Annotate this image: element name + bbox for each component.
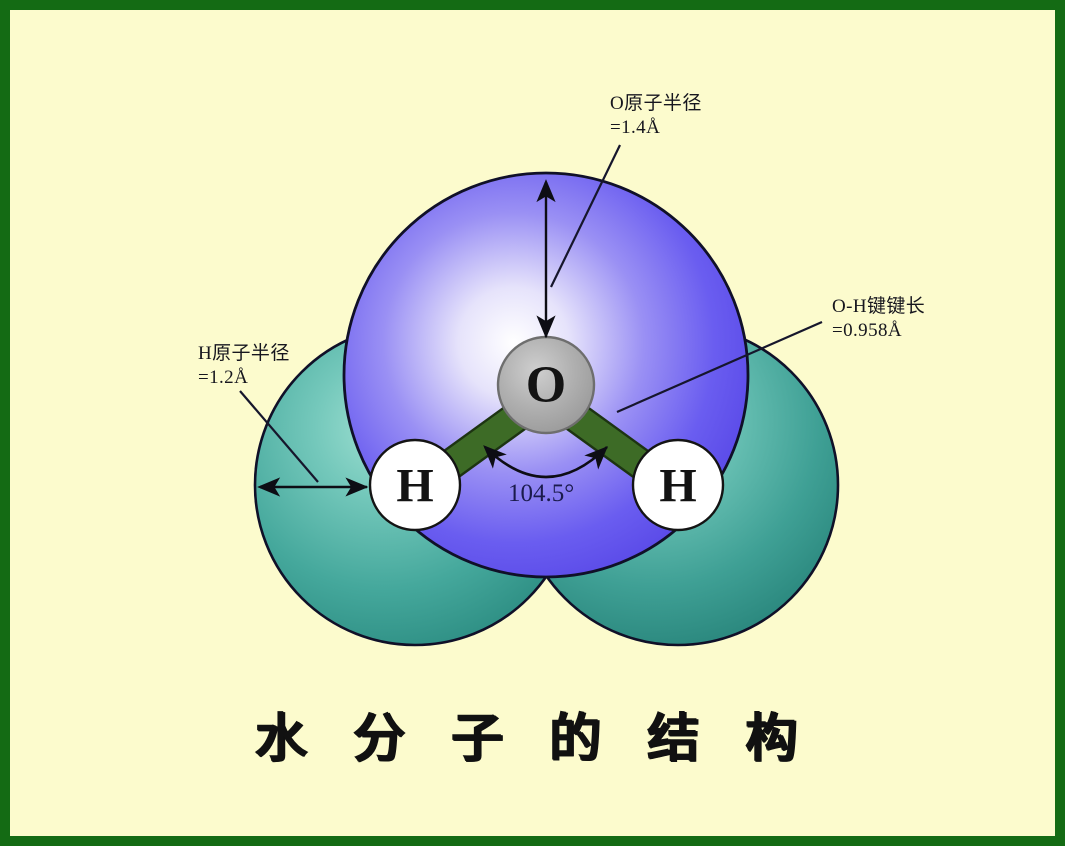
label-hydrogen-radius: H原子半径 =1.2Å — [198, 342, 290, 391]
hydrogen-left-symbol: H — [396, 460, 433, 513]
label-hydrogen-radius-line2: =1.2Å — [198, 367, 249, 389]
label-bond-angle: 104.5° — [508, 480, 575, 507]
h-radius-leader-line — [239, 390, 319, 483]
page-title: 水 分 子 的 结 构 — [254, 709, 811, 769]
hydrogen-left-core — [368, 438, 462, 532]
o-radius-leader-line — [550, 144, 621, 288]
hydrogen-right-symbol: H — [659, 460, 696, 513]
hydrogen-right-core — [631, 438, 725, 532]
label-oh-bond-length-line2: =0.958Å — [832, 320, 902, 342]
oh-bond-leader-line — [616, 320, 823, 414]
label-oxygen-radius: O原子半径 =1.4Å — [610, 92, 702, 141]
bond-angle-arc — [483, 445, 608, 479]
label-hydrogen-radius-line1: H原子半径 — [198, 343, 290, 364]
label-oh-bond-length-line1: O-H键键长 — [832, 296, 926, 317]
water-molecule-diagram: O H H — [239, 144, 840, 647]
label-oh-bond-length: O-H键键长 =0.958Å — [832, 295, 925, 344]
label-oxygen-radius-line2: =1.4Å — [610, 117, 661, 139]
label-oxygen-radius-line1: O原子半径 — [610, 93, 702, 114]
oxygen-symbol: O — [526, 357, 566, 414]
slide-canvas: O H H O原子半径 =1.4Å O-H键键长 =0.958Å — [10, 10, 1055, 836]
